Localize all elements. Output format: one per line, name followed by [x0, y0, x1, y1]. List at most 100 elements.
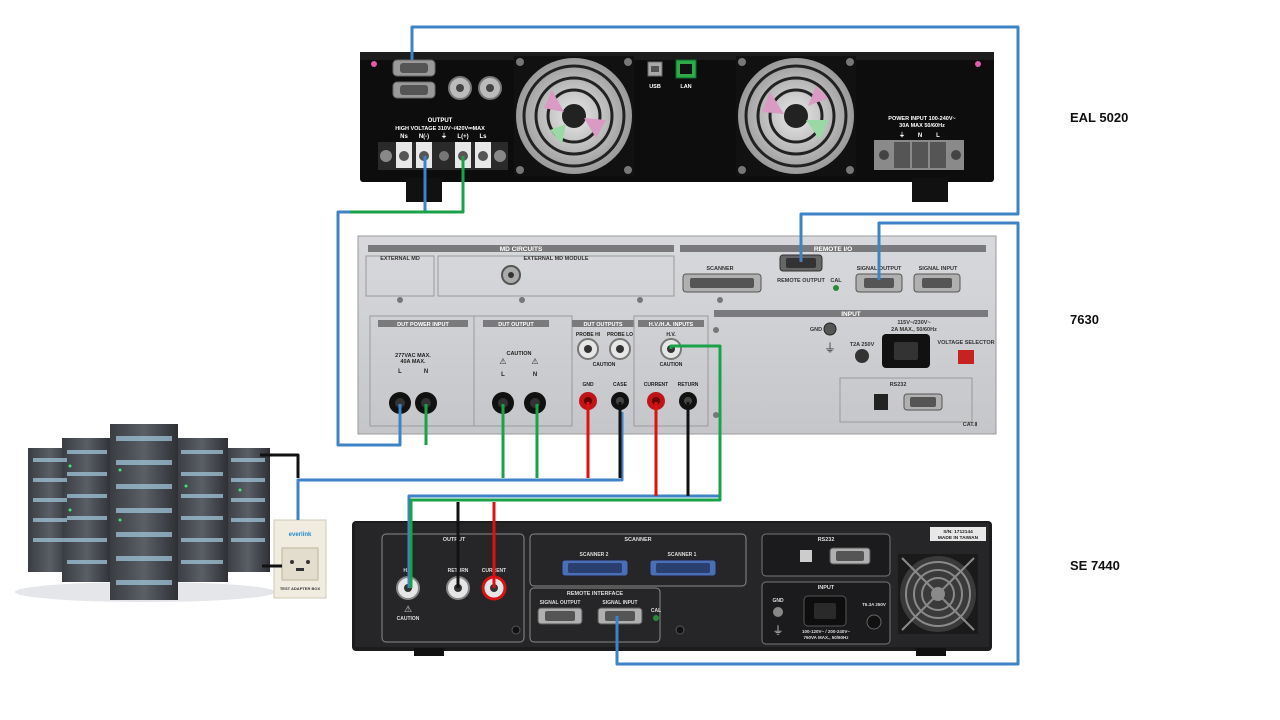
hvha-inputs-header: H.V./H.A. INPUTS	[649, 322, 694, 328]
eal-terminal-ns: Ns	[400, 134, 408, 140]
se-signal-output-port	[537, 607, 583, 625]
dut-outputs-header: DUT OUTPUTS	[583, 322, 622, 328]
se-input-header: INPUT	[818, 585, 835, 591]
mains-label: 115V~/230V~	[897, 320, 930, 326]
se-scanner-header: SCANNER	[624, 537, 651, 543]
mains-rating-label: 2A MAX., 50/60Hz	[891, 327, 937, 333]
iec-power-inlet	[882, 334, 930, 368]
warning-icon: ⚠	[499, 357, 506, 366]
dut-output-n-label: N	[533, 372, 537, 378]
signal-input-port	[913, 273, 961, 293]
dut-power-rating-1: 277VAC MAX.	[395, 353, 431, 359]
fuse-label: T2A 250V	[850, 342, 875, 348]
usb-label: USB	[649, 84, 661, 90]
se-scanner2-port	[561, 559, 629, 577]
rs232-port	[903, 393, 943, 411]
eal-power-terminal-l: L	[936, 133, 940, 139]
gnd-terminal-label: GND	[582, 382, 594, 388]
eal-power-input-label: POWER INPUT 100-240V~	[888, 116, 955, 122]
eal-5020-unit: OUTPUT HIGH VOLTAGE 310V~/420V⎓MAX Ns N(…	[360, 52, 994, 202]
warning-icon: ⚠	[531, 357, 538, 366]
remote-io-header: REMOTE I/O	[814, 246, 852, 253]
external-md-label: EXTERNAL MD	[380, 256, 420, 262]
voltage-selector-label: VOLTAGE SELECTOR	[937, 340, 994, 346]
db9-connector-top	[392, 59, 436, 77]
probe-lo-label: PROBE LO	[607, 332, 633, 338]
dut-power-rating-2: 40A MAX.	[400, 359, 426, 365]
se-7440-unit: OUTPUT H.V. RETURN CURRENT ⚠ CAUTION SCA…	[352, 521, 992, 656]
remote-output-label: REMOTE OUTPUT	[777, 278, 825, 284]
eal-power-terminal-n: N	[918, 133, 922, 139]
device-label-7630: 7630	[1070, 312, 1099, 327]
device-label-eal-5020: EAL 5020	[1070, 110, 1128, 125]
blue-wire-eal-to-7630-remote	[410, 25, 1020, 262]
eal-power-terminal-gnd: ⏚	[899, 132, 905, 139]
signal-input-label: SIGNAL INPUT	[919, 266, 958, 272]
dut-power-input-header: DUT POWER INPUT	[397, 322, 449, 328]
se-mains-label: 100-120V~ / 200-240V~	[802, 629, 850, 634]
ground-icon: ⏚	[773, 624, 784, 637]
eal-output-warning: HIGH VOLTAGE 310V~/420V⎓MAX	[395, 126, 485, 132]
se-output-header: OUTPUT	[443, 537, 466, 543]
black-wire-server-to-outlet	[260, 453, 300, 478]
blue-wire-se-to-return	[407, 494, 720, 588]
gnd-label: GND	[810, 327, 822, 333]
se-made-in-label: MADE IN TAIWAN	[938, 535, 979, 541]
green-wire-eal-l-to-dut-power	[350, 156, 465, 214]
dut-output-l-label: L	[501, 372, 505, 378]
eal-power-rating-label: 30A MAX 50/60Hz	[899, 123, 945, 129]
hipot-7630-unit: MD CIRCUITS EXTERNAL MD EXTERNAL MD MODU…	[357, 235, 997, 435]
blue-wire-7630-signal-to-se	[615, 221, 1020, 666]
se-rs232-port	[829, 547, 871, 565]
blue-wire-outlet-to-7630	[296, 412, 624, 520]
input-header: INPUT	[841, 311, 861, 318]
ground-icon: ⏚	[824, 341, 836, 355]
eal-terminal-ls: Ls	[479, 134, 487, 140]
fan-icon	[514, 56, 634, 176]
eal-terminal-l: L(+)	[457, 134, 468, 140]
current-input-label: CURRENT	[644, 382, 668, 388]
device-label-se-7440: SE 7440	[1070, 558, 1120, 573]
server-racks-image	[15, 424, 275, 602]
se-scanner1-port	[649, 559, 717, 577]
signal-output-port	[855, 273, 903, 293]
se-gnd-label: GND	[772, 598, 784, 604]
wires	[260, 25, 1020, 666]
se-cal-label: CAL	[651, 608, 661, 614]
hv-caution: CAUTION	[660, 362, 683, 368]
se-signal-output-label: SIGNAL OUTPUT	[540, 600, 581, 606]
dut-power-n-label: N	[424, 369, 428, 375]
rs232-label: RS232	[890, 382, 907, 388]
warning-icon: ⚠	[404, 604, 412, 614]
md-circuits-header: MD CIRCUITS	[500, 246, 543, 253]
dut-output-caution: CAUTION	[506, 351, 531, 357]
blue-wire-eal-n-to-dut-power	[336, 156, 427, 447]
wall-outlet: everlink TEST ADAPTER BOX	[273, 519, 327, 599]
se-mains-rating-label: 760VA MAX., 50/60Hz	[803, 635, 849, 640]
se-scanner2-label: SCANNER 2	[580, 552, 609, 558]
dut-power-l-label: L	[398, 369, 402, 375]
outlet-label: TEST ADAPTER BOX	[280, 586, 321, 591]
eal-output-title: OUTPUT	[428, 118, 453, 124]
cat-label: CAT.Ⅱ	[963, 421, 978, 428]
hv-input-label: H.V.	[666, 332, 676, 338]
fan-icon	[736, 56, 856, 176]
probe-caution: CAUTION	[593, 362, 616, 368]
dut-output-header: DUT OUTPUT	[498, 322, 534, 328]
lan-label: LAN	[680, 84, 691, 90]
eal-terminal-n: N(-)	[419, 134, 429, 140]
outlet-brand: everlink	[289, 532, 312, 538]
scanner-port	[682, 273, 762, 293]
eal-output-terminals	[380, 142, 506, 168]
external-md-module-label: EXTERNAL MD MODULE	[524, 256, 589, 262]
eal-terminal-gnd: ⏚	[441, 133, 447, 140]
fan-icon	[898, 554, 978, 634]
case-terminal-label: CASE	[613, 382, 628, 388]
se-signal-input-label: SIGNAL INPUT	[602, 600, 637, 606]
se-serial-label: S/N: 1712144	[943, 529, 973, 535]
remote-output-port	[779, 254, 823, 272]
green-wire-hv	[409, 344, 722, 588]
se-caution-label: CAUTION	[397, 616, 420, 622]
eal-power-terminal-block	[874, 140, 964, 170]
